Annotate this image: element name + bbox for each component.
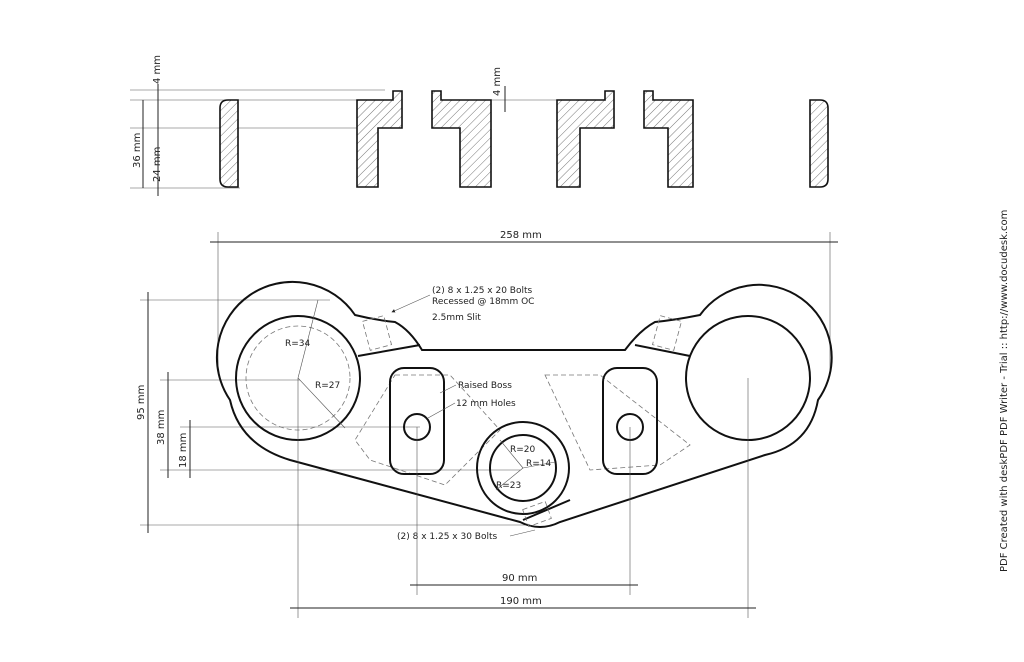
side-section-clamp-2b	[643, 90, 694, 188]
dim-18mm: 18 mm	[178, 433, 189, 468]
dim-bottom-group: 90 mm 190 mm	[290, 378, 756, 618]
stem-bore-inner	[489, 434, 557, 502]
note-bolts-top-line1: (2) 8 x 1.25 x 20 Bolts	[432, 286, 532, 296]
dashed-lightening-area	[354, 374, 691, 486]
dim-90mm: 90 mm	[502, 573, 537, 584]
dim-190mm: 190 mm	[500, 596, 542, 607]
recessed-bolt-right	[652, 315, 682, 351]
dim-left-group: 95 mm 38 mm 18 mm	[136, 292, 525, 533]
side-section-clamp-1a	[356, 90, 403, 188]
dim-95mm: 95 mm	[136, 385, 147, 420]
slit-right	[634, 344, 691, 357]
note-bolts-bottom: (2) 8 x 1.25 x 30 Bolts	[397, 532, 497, 542]
dim-4mm-left: 4 mm	[152, 55, 163, 84]
side-section-clamp-2a	[556, 90, 615, 188]
side-section-clamp-1b	[431, 90, 492, 188]
note-slit: 2.5mm Slit	[432, 313, 481, 323]
side-view: 4 mm 36 mm 24 mm 4 mm	[130, 55, 829, 196]
watermark: PDF Created with deskPDF PDF Writer - Tr…	[999, 210, 1010, 572]
top-view: 258 mm 95 mm 38 mm 18 mm R=34 R=27	[136, 230, 838, 618]
side-section-right-end	[809, 99, 829, 188]
dim-4mm-center: 4 mm	[492, 67, 503, 96]
radius-r34: R=34	[285, 339, 311, 349]
note-raised-boss: Raised Boss	[458, 381, 512, 391]
dim-38mm: 38 mm	[156, 410, 167, 445]
recessed-bolt-left	[362, 315, 392, 351]
slit-bottom	[522, 499, 571, 521]
watermark-text: PDF Created with deskPDF PDF Writer - Tr…	[999, 210, 1010, 572]
radius-r23: R=23	[496, 481, 521, 491]
note-holes: 12 mm Holes	[456, 399, 516, 409]
triple-clamp-outline	[215, 280, 833, 528]
radius-r27: R=27	[315, 381, 340, 391]
stem-bore-outer	[476, 421, 570, 515]
slit-left	[357, 344, 421, 357]
side-view-left-dimensions: 4 mm 36 mm 24 mm	[130, 55, 400, 196]
side-section-left-end	[219, 99, 239, 188]
radius-r20: R=20	[510, 445, 536, 455]
clamp-bolt-bottom	[522, 500, 552, 528]
dim-24mm: 24 mm	[152, 147, 163, 182]
dim-258mm: 258 mm	[500, 230, 542, 241]
dim-36mm: 36 mm	[132, 133, 143, 168]
radius-r14: R=14	[526, 459, 552, 469]
note-bolts-top-line2: Recessed @ 18mm OC	[432, 297, 534, 307]
